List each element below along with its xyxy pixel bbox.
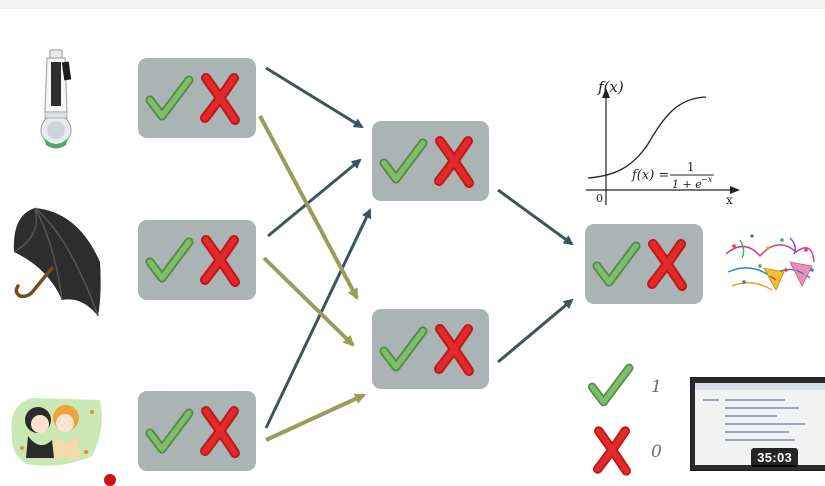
thumbnail-line: [725, 407, 799, 409]
connection-arrow: [265, 66, 364, 129]
connection-arrow: [265, 393, 366, 442]
thumbnail-line: [725, 439, 795, 441]
cross-icon: [598, 431, 627, 471]
sigmoid-curve: [587, 96, 707, 179]
input-neuron-2: [138, 220, 256, 300]
water-bottle-icon: [40, 49, 72, 149]
formula-numerator: 1: [687, 160, 695, 174]
connection-arrow: [258, 115, 359, 300]
progress-dot[interactable]: [104, 474, 116, 486]
formula-denominator: 1 + e: [672, 178, 702, 191]
legend-cross: 0: [598, 431, 662, 471]
connection-arrow: [264, 208, 372, 429]
y-axis-label: f(x): [597, 78, 624, 96]
thumbnail-line: [725, 399, 785, 401]
hidden-neuron-1: [372, 121, 489, 201]
check-icon: [592, 368, 629, 402]
connection-arrow: [262, 256, 355, 347]
formula-exponent: −x: [701, 175, 713, 184]
input-neuron-1: [138, 58, 256, 138]
top-bar: [0, 0, 825, 9]
origin-label: 0: [596, 192, 603, 205]
output-neuron: [585, 224, 703, 304]
thumbnail-line: [725, 415, 777, 417]
video-duration: 35:03: [751, 448, 798, 467]
hidden-neuron-2: [372, 309, 489, 389]
umbrella-icon: [13, 207, 101, 317]
friends-icon: [11, 398, 102, 466]
thumbnail-line: [725, 423, 805, 425]
connection-arrow: [497, 188, 574, 246]
connection-arrow: [267, 158, 362, 238]
legend-check: 1: [592, 368, 662, 402]
video-thumbnail[interactable]: 35:03: [690, 377, 825, 471]
x-axis-label: x: [726, 193, 733, 207]
connection-arrow: [497, 298, 574, 364]
legend-check-value: 1: [651, 377, 662, 397]
party-confetti-icon: [725, 234, 815, 291]
legend-cross-value: 0: [651, 442, 662, 462]
sigmoid-graph: f(x) x 0 f(x) = 1 1 + e −x: [586, 78, 740, 207]
thumbnail-line: [725, 431, 789, 433]
thumbnail-toolbar: [695, 383, 825, 390]
formula-lhs: f(x) =: [631, 168, 669, 183]
input-neuron-3: [138, 391, 256, 471]
thumbnail-line: [703, 399, 719, 401]
